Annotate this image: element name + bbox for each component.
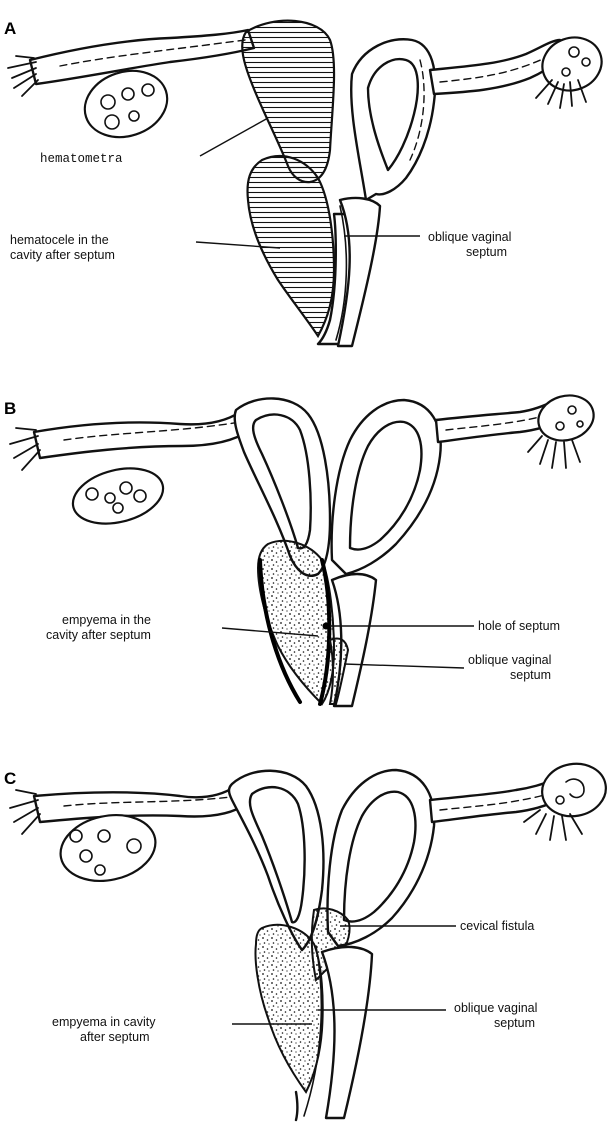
septum-hole-b xyxy=(323,623,330,630)
label-septum-a-1: oblique vaginal xyxy=(428,230,511,244)
panel-letter-c: C xyxy=(4,769,16,788)
label-hematocele-1: hematocele in the xyxy=(10,233,109,247)
label-fistula: cevical fistula xyxy=(460,919,534,933)
right-fallopian-tube-c xyxy=(430,780,558,822)
label-empyema-c-1: empyema in cavity xyxy=(52,1015,156,1029)
left-fimbriae-a xyxy=(8,56,38,96)
panel-letter-a: A xyxy=(4,19,16,38)
panel-letter-b: B xyxy=(4,399,16,418)
right-ovary-b xyxy=(533,389,599,447)
label-septum-b-2: septum xyxy=(510,668,551,682)
left-fallopian-tube-c xyxy=(34,786,246,822)
label-empyema-c-2: after septum xyxy=(80,1030,149,1044)
right-fimbriae-b xyxy=(528,436,580,468)
label-hematometra: hematometra xyxy=(40,152,123,166)
label-septum-c-1: oblique vaginal xyxy=(454,1001,537,1015)
panel-b: B xyxy=(4,389,599,706)
panel-a: A xyxy=(4,19,609,346)
label-septum-a-2: septum xyxy=(466,245,507,259)
label-septum-c-2: septum xyxy=(494,1016,535,1030)
label-empyema-b-2: cavity after septum xyxy=(46,628,151,642)
leader-hematometra xyxy=(200,118,268,156)
right-ovary-a xyxy=(535,29,609,98)
label-septum-b-1: oblique vaginal xyxy=(468,653,551,667)
label-empyema-b-1: empyema in the xyxy=(62,613,151,627)
left-fallopian-tube-b xyxy=(34,412,250,458)
panel-c: C xyxy=(4,759,609,1120)
vaginal-canal-c xyxy=(322,947,372,1118)
label-hematocele-2: cavity after septum xyxy=(10,248,115,262)
right-ovary-c xyxy=(538,759,609,821)
left-vagina-c xyxy=(296,1092,298,1120)
label-hole: hole of septum xyxy=(478,619,560,633)
left-ovary-b xyxy=(67,460,169,533)
